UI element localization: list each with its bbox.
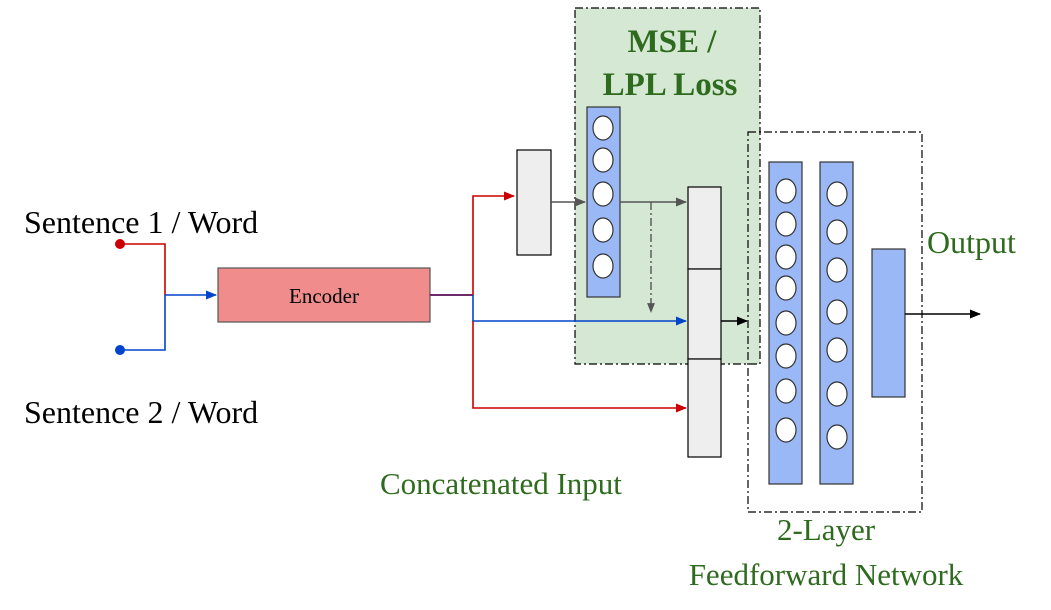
encoder-label: Encoder	[289, 284, 359, 308]
ffn-layer-1-neuron	[775, 417, 797, 443]
sentence1-label: Sentence 1 / Word	[24, 204, 258, 240]
ffn-neurons	[775, 178, 848, 450]
ffn-layer-2-neuron	[826, 219, 848, 245]
ffn-label-line2: Feedforward Network	[689, 557, 964, 592]
loss-neuron	[592, 253, 614, 279]
output-vector	[871, 248, 906, 398]
sentence1-wire	[120, 243, 166, 295]
ffn-layer-1-neuron	[775, 343, 797, 369]
loss-neuron	[592, 217, 614, 243]
sentence2-wire	[120, 295, 166, 351]
ffn-layer-2-neuron	[826, 299, 848, 325]
ffn-layer-1-neuron	[775, 178, 797, 204]
concat-segment-1	[687, 186, 722, 270]
difference-vector-box	[516, 149, 552, 256]
ffn-layer-2-neuron	[826, 181, 848, 207]
ffn-layer-2-neuron	[826, 381, 848, 407]
concat-segment-3	[687, 358, 722, 458]
ffn-layer-1-neuron	[775, 244, 797, 270]
red-to-small-box-arrow	[472, 191, 516, 295]
ffn-layer-1-neuron	[775, 211, 797, 237]
loss-neuron	[592, 115, 614, 141]
concatenated-input-label: Concatenated Input	[380, 466, 622, 501]
red-to-concat-arrow	[472, 321, 688, 413]
output-label: Output	[927, 224, 1016, 260]
sentence2-label: Sentence 2 / Word	[24, 394, 258, 430]
loss-neurons	[592, 115, 614, 279]
loss-title-line1: MSE /	[628, 24, 718, 60]
ffn-layer-1-neuron	[775, 378, 797, 404]
loss-neuron	[592, 147, 614, 173]
ffn-layer-1-neuron	[775, 310, 797, 336]
ffn-layer-2-neuron	[826, 424, 848, 450]
ffn-layer-2-neuron	[826, 337, 848, 363]
loss-title-line2: LPL Loss	[603, 67, 738, 103]
ffn-layer-2-neuron	[826, 257, 848, 283]
ffn-layer-1-neuron	[775, 275, 797, 301]
ffn-label-line1: 2-Layer	[777, 512, 876, 547]
loss-neuron	[592, 181, 614, 207]
concat-segment-2	[687, 268, 722, 360]
encoder-box	[217, 267, 431, 323]
